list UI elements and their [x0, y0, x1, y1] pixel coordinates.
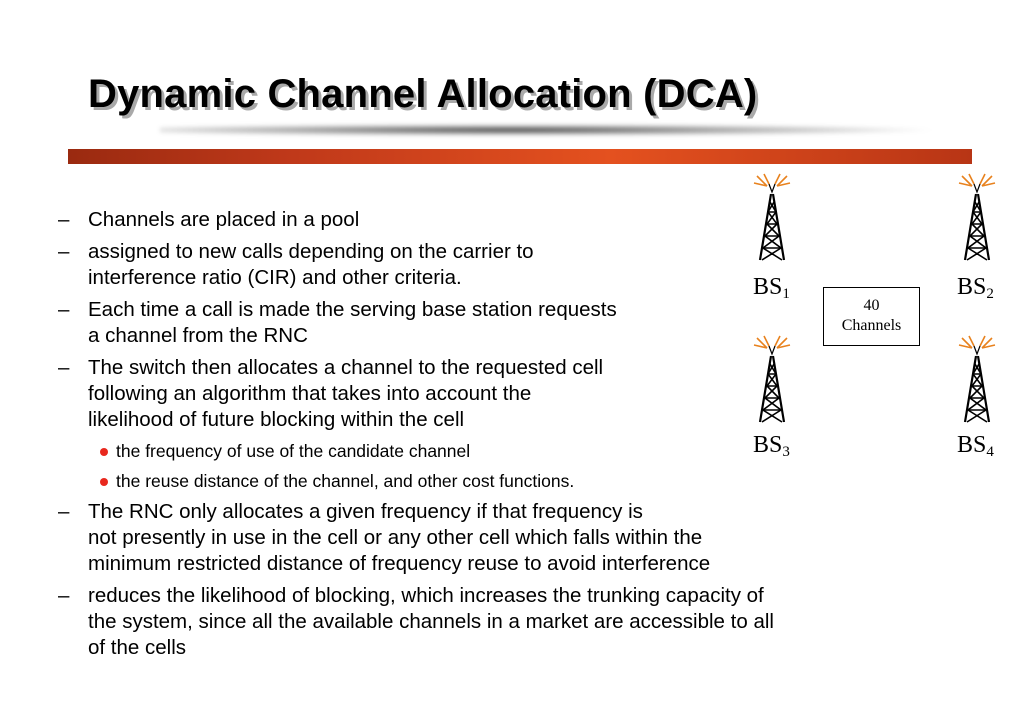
base-station-label-2: BS2 [957, 275, 994, 306]
bullet-item: – The RNC only allocates a given frequen… [58, 499, 988, 577]
base-station-label-4: BS4 [957, 433, 994, 464]
dash-marker: – [58, 584, 70, 607]
accent-bar [68, 149, 972, 164]
slide-title: Dynamic Channel Allocation (DCA) [88, 72, 758, 116]
bs-prefix: BS [753, 274, 783, 300]
sub-bullet-item: the reuse distance of the channel, and o… [58, 469, 988, 493]
bullet-text-line: assigned to new calls depending on the c… [88, 240, 534, 263]
bullet-item: – Channels are placed in a pool [58, 207, 988, 233]
bullet-text-line: the system, since all the available chan… [88, 610, 774, 633]
bullet-list: – Channels are placed in a pool – assign… [58, 207, 988, 667]
sub-bullet-text: the frequency of use of the candidate ch… [116, 441, 471, 461]
channel-pool-box: 40 Channels [823, 287, 920, 346]
bs-index: 1 [782, 286, 790, 302]
bs-index: 2 [986, 286, 994, 302]
sub-bullet-item: the frequency of use of the candidate ch… [58, 439, 988, 463]
bs-prefix: BS [957, 432, 987, 458]
bs-index: 4 [986, 444, 994, 460]
bullet-text-line: a channel from the RNC [88, 324, 308, 347]
bullet-text-line: The switch then allocates a channel to t… [88, 356, 604, 379]
bullet-text-line: reduces the likelihood of blocking, whic… [88, 584, 764, 607]
base-station-label-3: BS3 [753, 433, 790, 464]
channel-count: 40 [863, 297, 880, 314]
title-underline-shadow [160, 124, 940, 136]
bullet-text-line: minimum restricted distance of frequency… [88, 552, 711, 575]
dash-marker: – [58, 208, 70, 231]
bullet-text-line: Each time a call is made the serving bas… [88, 298, 617, 321]
dash-marker: – [58, 500, 70, 523]
sub-bullet-text: the reuse distance of the channel, and o… [116, 471, 575, 491]
bullet-item: – reduces the likelihood of blocking, wh… [58, 583, 988, 661]
bullet-text-line: likelihood of future blocking within the… [88, 408, 465, 431]
bullet-text-line: The RNC only allocates a given frequency… [88, 500, 643, 523]
bullet-item: – Each time a call is made the serving b… [58, 297, 988, 349]
red-dot-icon [100, 478, 108, 486]
dash-marker: – [58, 356, 70, 379]
bullet-item: – assigned to new calls depending on the… [58, 239, 988, 291]
bullet-text-line: of the cells [88, 636, 186, 659]
base-station-label-1: BS1 [753, 275, 790, 306]
dash-marker: – [58, 298, 70, 321]
dash-marker: – [58, 240, 70, 263]
bs-prefix: BS [753, 432, 783, 458]
red-dot-icon [100, 448, 108, 456]
bs-prefix: BS [957, 274, 987, 300]
bullet-text-line: Channels are placed in a pool [88, 208, 360, 231]
bullet-text-line: interference ratio (CIR) and other crite… [88, 266, 462, 289]
bs-index: 3 [782, 444, 790, 460]
bullet-text-line: following an algorithm that takes into a… [88, 382, 532, 405]
bullet-text-line: not presently in use in the cell or any … [88, 526, 703, 549]
channel-label: Channels [841, 317, 902, 334]
bullet-item: – The switch then allocates a channel to… [58, 355, 988, 433]
